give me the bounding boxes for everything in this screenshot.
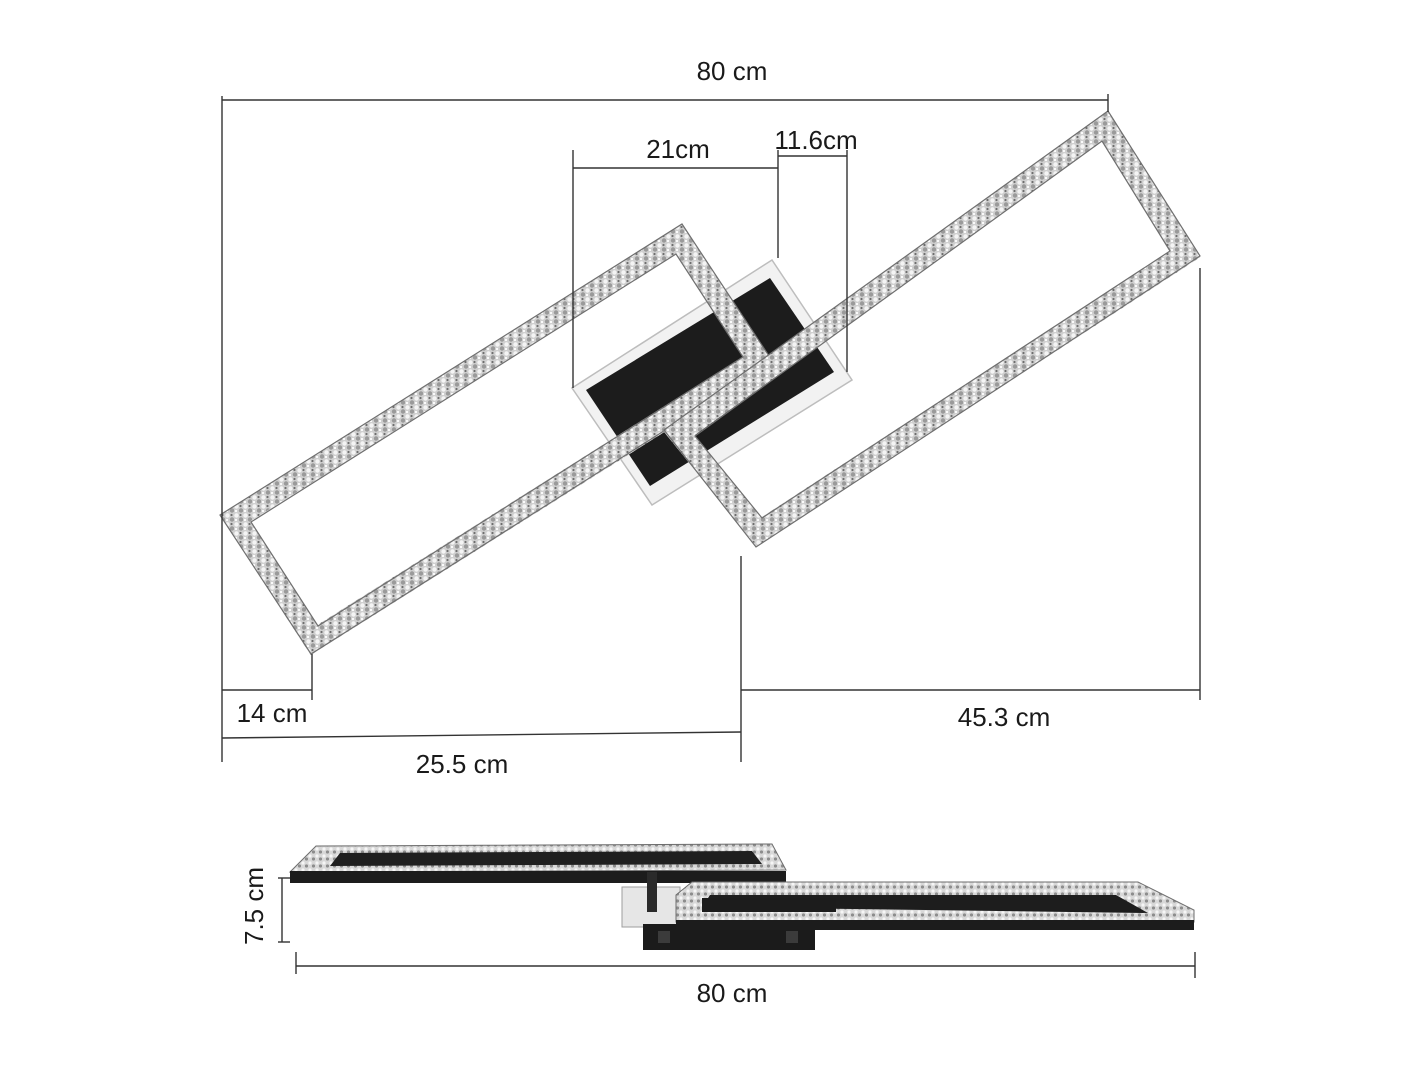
label-overall-width-top: 80 cm bbox=[697, 56, 768, 86]
label-left-to-center: 25.5 cm bbox=[416, 749, 509, 779]
dimension-center-plate: 21cm bbox=[572, 134, 779, 388]
side-front-frame bbox=[675, 881, 1195, 930]
label-center-plate-width: 21cm bbox=[646, 134, 710, 164]
side-back-frame bbox=[288, 843, 787, 883]
dimension-left-to-center: 25.5 cm bbox=[221, 515, 742, 779]
label-side-height: 7.5 cm bbox=[239, 867, 269, 945]
dimension-overall-bottom: 80 cm bbox=[295, 952, 1196, 1008]
side-view: 7.5 cm 80 cm bbox=[239, 843, 1196, 1008]
dimension-left-tip: 14 cm bbox=[222, 654, 313, 728]
dimension-side-height: 7.5 cm bbox=[239, 867, 290, 945]
dimension-overall-top: 80 cm bbox=[221, 56, 1109, 515]
label-center-to-right: 45.3 cm bbox=[958, 702, 1051, 732]
label-center-offset: 11.6cm bbox=[774, 125, 857, 155]
label-overall-width-bottom: 80 cm bbox=[697, 978, 768, 1008]
top-view: 80 cm 21cm 11.6cm 14 cm bbox=[219, 56, 1201, 779]
label-left-tip: 14 cm bbox=[237, 698, 308, 728]
dimension-center-offset: 11.6cm bbox=[774, 125, 858, 372]
right-crystal-frame bbox=[663, 110, 1201, 548]
dimension-center-to-right: 45.3 cm bbox=[741, 268, 1201, 732]
